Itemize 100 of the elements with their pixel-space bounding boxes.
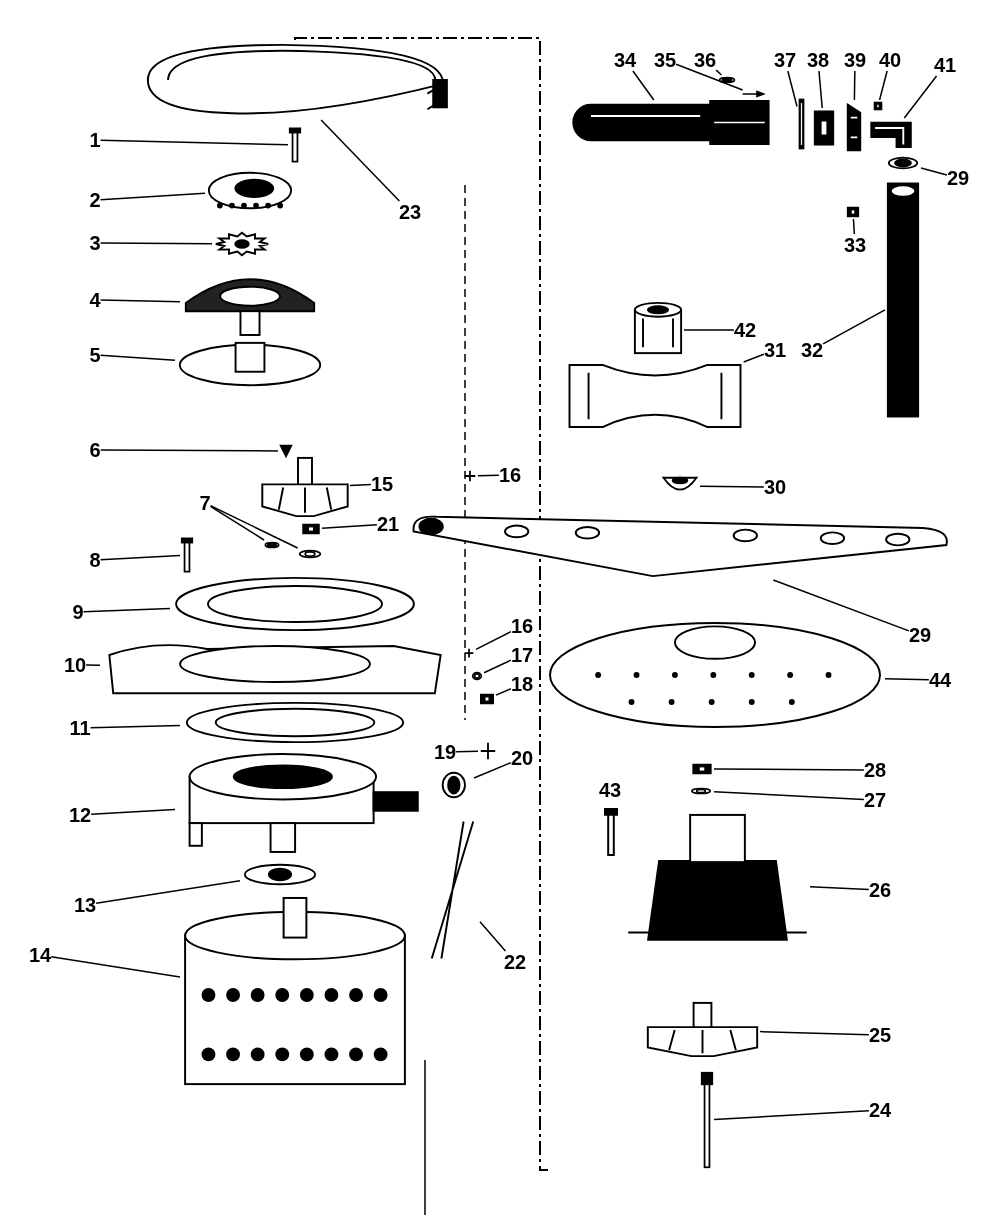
washer-drawing — [688, 786, 714, 796]
leader-line — [742, 353, 765, 363]
leader-line — [715, 69, 723, 76]
callout-number: 41 — [933, 54, 957, 76]
leader-line — [809, 886, 870, 891]
callout-number: 14 — [28, 944, 52, 966]
leader-line — [321, 523, 378, 530]
nut-drawing — [300, 522, 322, 536]
callout-number: 33 — [843, 234, 867, 256]
leader-line — [495, 688, 512, 696]
leader-line — [713, 768, 865, 771]
seal-drawing — [716, 75, 738, 85]
callout-number: 24 — [868, 1099, 892, 1121]
callout-number: 23 — [398, 201, 422, 223]
leader-line — [99, 354, 176, 361]
leader-line — [349, 483, 372, 487]
callout-number: 43 — [598, 779, 622, 801]
leader-line — [479, 920, 507, 952]
leader-line — [475, 630, 512, 651]
nut-drawing — [478, 692, 496, 706]
callout-number: 13 — [73, 894, 97, 916]
callout-number: 29 — [946, 167, 970, 189]
washer-drawing — [470, 670, 484, 682]
leader-line — [50, 956, 181, 978]
clip-drawing — [462, 646, 476, 660]
callout-number: 38 — [806, 49, 830, 71]
leader-line — [853, 70, 856, 101]
leader-line — [878, 70, 888, 101]
callout-number: 44 — [928, 669, 952, 691]
callout-number: 25 — [868, 1024, 892, 1046]
nut-drawing — [872, 100, 884, 112]
callout-number: 6 — [89, 439, 101, 461]
seal-drawing — [885, 155, 921, 171]
leader-line — [675, 63, 744, 91]
leader-line — [209, 504, 299, 549]
callout-number: 26 — [868, 879, 892, 901]
callout-number: 27 — [863, 789, 887, 811]
callout-number: 34 — [613, 49, 637, 71]
leader-line — [82, 607, 171, 613]
leader-line — [99, 449, 279, 452]
leader-line — [713, 1109, 870, 1121]
leader-line — [90, 808, 176, 816]
leader-line — [85, 664, 101, 666]
leader-line — [822, 309, 886, 345]
cone-drawing — [278, 443, 294, 459]
callout-number: 5 — [89, 344, 101, 366]
callout-number: 22 — [503, 951, 527, 973]
callout-number: 40 — [878, 49, 902, 71]
clip-drawing — [478, 740, 498, 762]
leader-line — [477, 474, 500, 477]
leader-line — [884, 678, 930, 681]
leader-line — [713, 790, 865, 801]
callout-number: 4 — [89, 289, 101, 311]
callout-number: 21 — [376, 513, 400, 535]
callout-number: 42 — [733, 319, 757, 341]
leader-line — [852, 218, 856, 235]
leader-line — [320, 119, 401, 202]
callout-number: 19 — [433, 741, 457, 763]
leader-line — [95, 880, 241, 904]
callout-number: 11 — [69, 717, 91, 739]
callout-number: 18 — [510, 673, 534, 695]
callout-number: 17 — [510, 644, 534, 666]
impeller-drawing — [260, 455, 350, 520]
callout-number: 35 — [653, 49, 677, 71]
leader-line — [699, 485, 765, 488]
seal-drawing — [262, 540, 282, 550]
leader-line — [99, 554, 181, 561]
callout-number: 3 — [89, 232, 101, 254]
callout-number: 15 — [370, 473, 394, 495]
leader-line — [683, 329, 735, 331]
callout-number: 20 — [510, 747, 534, 769]
leader-line — [209, 505, 265, 541]
callout-number: 39 — [843, 49, 867, 71]
leader-line — [99, 139, 289, 146]
leader-line — [99, 299, 181, 303]
callout-number: 28 — [863, 759, 887, 781]
leader-line — [920, 167, 948, 176]
leader-line — [99, 192, 206, 201]
callout-number: 37 — [773, 49, 797, 71]
callout-number: 30 — [763, 476, 787, 498]
callout-number: 32 — [800, 339, 824, 361]
clip-drawing — [462, 468, 478, 484]
nut-drawing — [812, 108, 836, 148]
callout-number: 12 — [68, 804, 92, 826]
callout-number: 16 — [498, 464, 522, 486]
callout-number: 36 — [693, 49, 717, 71]
leader-line — [473, 761, 512, 779]
leader-line — [483, 659, 512, 674]
nut-drawing — [690, 762, 714, 776]
callout-number: 2 — [89, 189, 101, 211]
leader-line — [455, 750, 479, 753]
callout-number: 10 — [63, 654, 87, 676]
impeller-drawing — [645, 1000, 760, 1060]
callout-number: 29 — [908, 624, 932, 646]
callout-number: 16 — [510, 615, 534, 637]
callout-number: 31 — [763, 339, 787, 361]
leader-line — [632, 70, 655, 101]
callout-number: 1 — [89, 129, 101, 151]
bolt-drawing — [180, 535, 194, 575]
nut-drawing — [845, 205, 861, 219]
